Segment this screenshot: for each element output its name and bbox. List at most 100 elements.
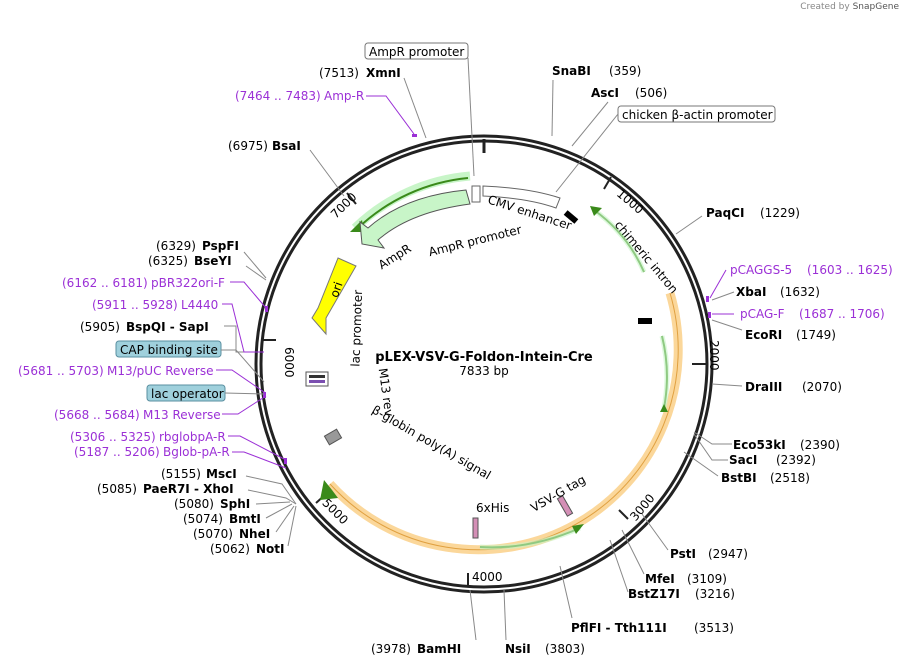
site-asci: AscI(506) (591, 86, 667, 100)
leader-noti (287, 505, 297, 547)
cmv-enhancer-feature (482, 185, 561, 209)
site-bmti-pos: (5074) (183, 512, 223, 526)
leader-draiii (711, 383, 743, 387)
snapgene-credit: Created by SnapGene (800, 2, 899, 12)
site-bsai-pos: (6975) (228, 139, 268, 153)
box-text-cap: CAP binding site (120, 343, 218, 357)
site-nsii-pos: (3803) (545, 642, 585, 656)
leader-m13puc (216, 369, 265, 393)
primer-amp-r-name: Amp-R (324, 89, 364, 103)
primer-m13puc-range: (5681 .. 5703) (18, 364, 104, 378)
site-sphi-pos: (5080) (174, 497, 214, 511)
site-ecori: EcoRI(1749) (745, 328, 836, 342)
site-pflfi: PflFI - Tth111I(3513) (571, 621, 734, 635)
site-bstbi-name: BstBI (721, 471, 757, 485)
leader-bglobpa (232, 451, 287, 469)
primer-pbr322ori-range: (6162 .. 6181) (62, 276, 148, 290)
leader-bsai (309, 149, 345, 197)
lac-operator-mark (309, 375, 325, 378)
leader-pspfi (243, 251, 267, 279)
intron-marker (638, 318, 652, 324)
site-paqci-pos: (1229) (760, 206, 800, 220)
site-xbai-name: XbaI (736, 285, 766, 299)
leader-bseyi (245, 265, 267, 281)
site-bstz17i: BstZ17I (3216) (628, 587, 735, 601)
boxed-label-ampr-promoter: AmpR promoter (364, 42, 469, 60)
leader-asci (571, 101, 609, 147)
site-bstz17i-name: BstZ17I (628, 587, 680, 601)
site-draiii-pos: (2070) (802, 380, 842, 394)
6xhis-tag (472, 517, 479, 539)
site-msci: (5155)MscI (161, 467, 237, 481)
site-eco53ki-name: Eco53kI (733, 438, 786, 452)
feature-label-6xhis: 6xHis (476, 501, 509, 515)
primer-m13rev-range: (5668 .. 5684) (54, 408, 140, 422)
leader-nhei (275, 505, 295, 533)
site-snabi: SnaBI(359) (552, 64, 641, 78)
site-bsai-name: BsaI (272, 139, 301, 153)
leader-chicken-actin (555, 113, 619, 193)
site-xhoi: (5085)PaeR7I - XhoI (97, 482, 234, 496)
feature-label-vsvg-tag: VSV-G tag (528, 472, 588, 515)
leader-mfei (621, 529, 645, 575)
primer-l4440-name: L4440 (181, 298, 218, 312)
primer-pbr322ori-name: pBR322ori-F (151, 276, 225, 290)
ampr-highlight (351, 171, 471, 232)
primer-mark-pcagf (708, 312, 711, 318)
leader-xhoi (247, 489, 297, 505)
site-saci-pos: (2392) (776, 453, 816, 467)
site-mfei-name: MfeI (645, 572, 675, 586)
leader-ecori (711, 319, 743, 331)
primer-l4440-range: (5911 .. 5928) (92, 298, 178, 312)
site-xbai: XbaI(1632) (736, 285, 820, 299)
primer-pcagf-range: (1687 .. 1706) (799, 307, 885, 321)
site-xhoi-name: PaeR7I - XhoI (143, 482, 234, 496)
primer-mark-rbglob (284, 458, 287, 464)
bottom-orf-arrowhead (572, 524, 584, 534)
leader-snabi (551, 79, 554, 137)
site-bspqi: (5905)BspQI - SapI (80, 320, 209, 334)
site-nhei-pos: (5070) (193, 527, 233, 541)
leader-saci (693, 433, 728, 461)
site-bstbi: BstBI (2518) (721, 471, 810, 485)
leader-xbai (711, 291, 735, 301)
primer-pcaggs5-range: (1603 .. 1625) (807, 263, 893, 277)
leader-pbr322ori (230, 281, 267, 309)
site-nsii-name: NsiI (505, 642, 531, 656)
site-sphi-name: SphI (220, 497, 250, 511)
site-pspfi: (6329)PspFI (156, 239, 239, 253)
credit-brand: SnapGene (852, 2, 899, 12)
primer-amp-r-range: (7464 .. 7483) (235, 89, 321, 103)
tick-label-4000: 4000 (472, 570, 503, 584)
primer-rbglobpa-name: rbglobpA-R (159, 430, 226, 444)
ampr-promoter-feature (471, 185, 481, 203)
credit-prefix: Created by (800, 2, 850, 12)
tick-1000 (603, 176, 612, 190)
site-pflfi-pos: (3513) (694, 621, 734, 635)
site-bstbi-pos: (2518) (770, 471, 810, 485)
feature-label-ori: ori (327, 280, 345, 299)
leader-sphi (255, 501, 291, 505)
leader-bstz17i (609, 539, 629, 593)
site-bsai: (6975) BsaI (228, 139, 301, 153)
tick-label-6000: 6000 (282, 347, 296, 378)
site-bstz17i-pos: (3216) (695, 587, 735, 601)
ampr-feature (359, 189, 471, 249)
primer-pcaggs5-name: pCAGGS-5 (730, 263, 792, 277)
leader-bmti (265, 503, 293, 519)
site-bamhi: (3978)BamHI (371, 642, 461, 656)
primer-mark-pcaggs5 (706, 296, 709, 302)
site-xmni-name: XmnI (366, 66, 401, 80)
primer-m13puc-name: M13/pUC Reverse (107, 364, 214, 378)
leader-ampr-promoter (467, 57, 475, 177)
leader-m13rev (222, 395, 267, 415)
site-psti-name: PstI (670, 547, 696, 561)
site-msci-name: MscI (206, 467, 237, 481)
chimeric-intron-highlight (592, 207, 647, 273)
tick-label-2000: 2000 (707, 340, 721, 371)
site-paqci-name: PaqCI (706, 206, 744, 220)
site-eco53ki: Eco53kI(2390) (733, 438, 840, 452)
beta-globin-polya-feature (323, 428, 343, 446)
site-paqci: PaqCI (1229) (706, 206, 800, 220)
site-ecori-pos: (1749) (796, 328, 836, 342)
